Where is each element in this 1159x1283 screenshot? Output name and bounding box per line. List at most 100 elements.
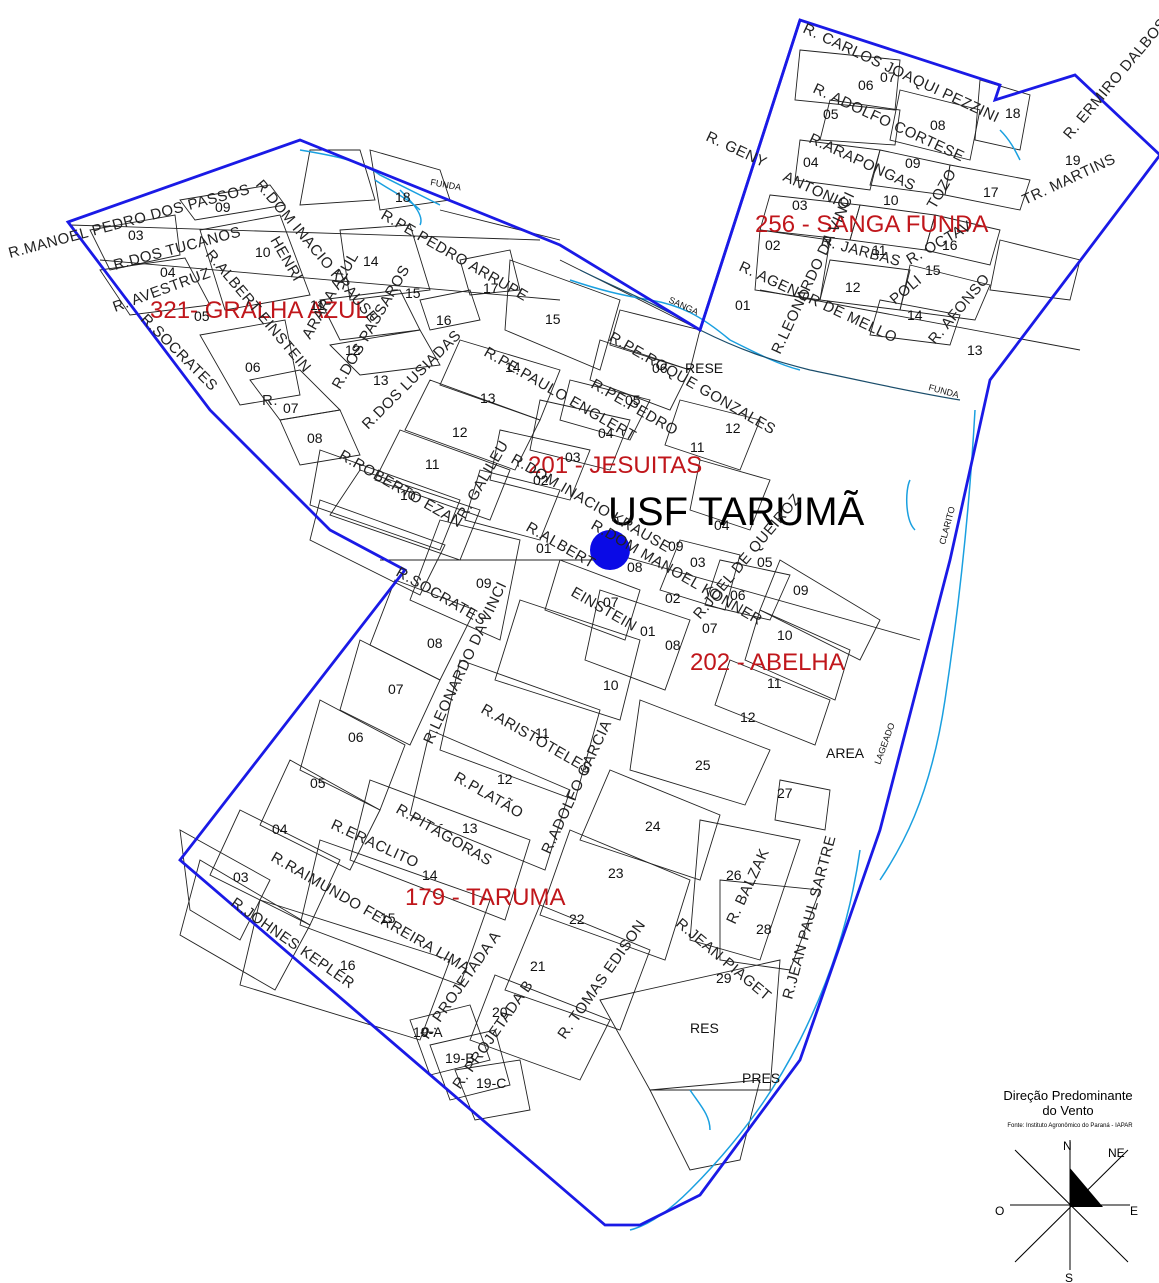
block-label: 05 xyxy=(625,392,641,408)
block-label: 02 xyxy=(765,237,781,253)
area-label-sanga: 256 - SANGA FUNDA xyxy=(755,211,988,238)
block-label: 16 xyxy=(436,312,452,328)
block-label: 26 xyxy=(726,867,742,883)
block-label: 09 xyxy=(905,155,921,171)
street-label: R.PE.ROQUE GONZALES xyxy=(606,329,779,438)
wind-label-s: S xyxy=(1065,1271,1073,1283)
street-label: R.ERACLITO xyxy=(328,816,421,871)
block-label: 10 xyxy=(777,627,793,643)
street-label: R. GALILEU xyxy=(454,438,512,522)
street-label: R. xyxy=(262,392,278,409)
block-label: 09 xyxy=(215,199,231,215)
street-label: POLI xyxy=(887,272,926,308)
wind-rose: Direção Predominante do Vento Fonte: Ins… xyxy=(995,1088,1138,1283)
area-label-taruma: 179 - TARUMA xyxy=(405,884,566,911)
wind-direction-arrow-icon xyxy=(1070,1168,1103,1207)
block-label: 12 xyxy=(725,420,741,436)
block-label: 10 xyxy=(603,677,619,693)
block-label: 11 xyxy=(425,456,440,472)
block-label: 10 xyxy=(883,192,899,208)
block-label: 07 xyxy=(603,594,619,610)
block-label: 04 xyxy=(598,425,614,441)
block-label: 04 xyxy=(160,264,176,280)
wind-label-ne: NE xyxy=(1108,1146,1125,1160)
block-label: 07 xyxy=(283,400,299,416)
block-label: 06 xyxy=(348,729,364,745)
block-label: 12 xyxy=(345,342,361,358)
block-label: 19-C xyxy=(476,1075,506,1091)
block-label: 10 xyxy=(400,487,416,503)
block-label: 01 xyxy=(735,297,751,313)
street-label: TOZO xyxy=(924,166,960,212)
block-label: 11 xyxy=(310,297,325,313)
street-label: R. AFONSO xyxy=(925,271,993,348)
block-label: 04 xyxy=(803,154,819,170)
block-label: 06 xyxy=(858,77,874,93)
street-label: R.SOCRATES xyxy=(393,564,489,629)
block-label: 22 xyxy=(569,911,585,927)
block-label: 24 xyxy=(645,818,661,834)
block-label: 11 xyxy=(690,439,705,455)
block-label: 01 xyxy=(536,540,552,556)
block-label: 19 xyxy=(1065,152,1081,168)
block-label: 15 xyxy=(925,262,941,278)
street-labels: R. CARLOS JOAQUI PEZZINI R. ERMIRO DALBO… xyxy=(7,0,1159,1092)
block-label: 03 xyxy=(565,449,581,465)
street-label: R. GENY xyxy=(703,128,769,171)
block-label: 05 xyxy=(310,775,326,791)
block-label: 04 xyxy=(272,821,288,837)
block-label: 12 xyxy=(740,709,756,725)
block-label: 14 xyxy=(422,867,438,883)
block-label: 20 xyxy=(492,1004,508,1020)
block-label: 03 xyxy=(128,227,144,243)
block-label: 07 xyxy=(388,681,404,697)
block-label: 19-B xyxy=(445,1050,475,1066)
block-label: 11 xyxy=(767,675,782,691)
block-label: PRES xyxy=(742,1070,780,1086)
block-label: 09 xyxy=(668,538,684,554)
block-label: 12 xyxy=(845,279,861,295)
block-label: 14 xyxy=(505,359,521,375)
area-label-jesuitas: 201 - JESUITAS xyxy=(528,452,702,479)
block-label: 07 xyxy=(702,620,718,636)
block-label: 13 xyxy=(462,820,478,836)
block-label: 16 xyxy=(942,237,958,253)
block-label: 27 xyxy=(777,785,793,801)
street-label: R.PLATÃO xyxy=(451,769,526,822)
block-label: 16 xyxy=(340,957,356,973)
block-label: 03 xyxy=(690,554,706,570)
wind-label-n: N xyxy=(1063,1139,1072,1153)
usf-marker-dot[interactable] xyxy=(590,530,630,570)
block-label: 08 xyxy=(627,559,643,575)
area-labels: 321- GRALHA AZUL 256 - SANGA FUNDA 201 -… xyxy=(150,211,988,911)
block-label: 14 xyxy=(907,307,923,323)
block-label: 03 xyxy=(792,197,808,213)
block-label: 15 xyxy=(380,910,396,926)
street-label: R. BALZAK xyxy=(723,846,773,927)
block-label: 08 xyxy=(665,637,681,653)
wind-label-o: O xyxy=(995,1204,1004,1218)
block-label: 12 xyxy=(497,771,513,787)
block-label: 09 xyxy=(476,575,492,591)
block-label: 02 xyxy=(533,472,549,488)
area-label-abelha: 202 - ABELHA xyxy=(690,649,845,676)
block-label: 23 xyxy=(608,865,624,881)
block-label: 09 xyxy=(793,582,809,598)
block-label: 03 xyxy=(233,869,249,885)
block-label: RESE xyxy=(685,360,723,376)
block-label: 01 xyxy=(640,623,656,639)
block-label: 08 xyxy=(307,430,323,446)
wind-title-line2: do Vento xyxy=(1042,1103,1093,1118)
block-label: 18 xyxy=(1005,105,1021,121)
block-label: 05 xyxy=(757,554,773,570)
block-label: 11 xyxy=(535,725,550,741)
wind-title-line1: Direção Predominante xyxy=(1003,1088,1132,1103)
block-label: RES xyxy=(690,1020,719,1036)
block-label: 06 xyxy=(730,587,746,603)
block-label: 05 xyxy=(823,106,839,122)
area-label-gralha: 321- GRALHA AZUL xyxy=(150,297,369,324)
block-label: 17 xyxy=(983,184,999,200)
block-label: 13 xyxy=(967,342,983,358)
block-label: 02 xyxy=(665,590,681,606)
